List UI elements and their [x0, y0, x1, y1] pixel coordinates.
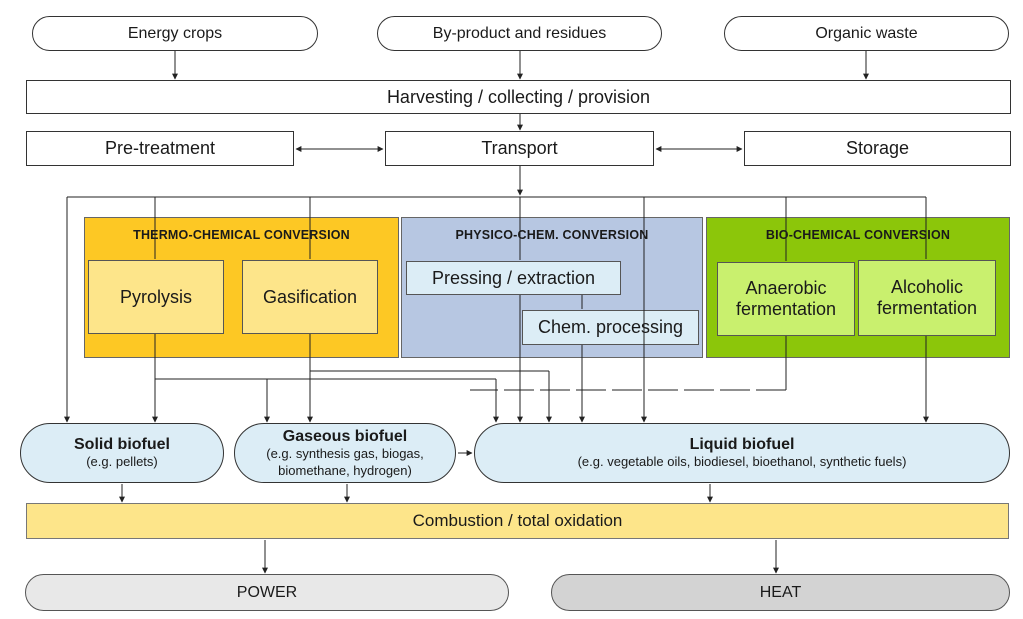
- physico-chemical-title: PHYSICO-CHEM. CONVERSION: [455, 228, 649, 242]
- source-organic-waste: Organic waste: [724, 16, 1009, 51]
- power-output-pill: POWER: [25, 574, 509, 611]
- transport-box: Transport: [385, 131, 654, 166]
- gaseous-biofuel-pill: Gaseous biofuel (e.g. synthesis gas, bio…: [234, 423, 456, 483]
- chem-processing-box: Chem. processing: [522, 310, 699, 345]
- bio-chemical-title: BIO-CHEMICAL CONVERSION: [765, 228, 951, 242]
- source-energy-crops: Energy crops: [32, 16, 318, 51]
- liquid-biofuel-examples: (e.g. vegetable oils, biodiesel, bioetha…: [577, 454, 907, 469]
- anaerobic-fermentation-box: Anaerobic fermentation: [717, 262, 855, 336]
- solid-biofuel-pill: Solid biofuel (e.g. pellets): [20, 423, 224, 483]
- thermo-chemical-title: THERMO-CHEMICAL CONVERSION: [133, 228, 350, 242]
- liquid-biofuel-pill: Liquid biofuel (e.g. vegetable oils, bio…: [474, 423, 1010, 483]
- gaseous-biofuel-examples: (e.g. synthesis gas, biogas, biomethane,…: [266, 445, 424, 478]
- source-by-products: By-product and residues: [377, 16, 662, 51]
- gaseous-biofuel-title: Gaseous biofuel: [282, 427, 408, 445]
- harvesting-box: Harvesting / collecting / provision: [26, 80, 1011, 114]
- pyrolysis-box: Pyrolysis: [88, 260, 224, 334]
- heat-output-pill: HEAT: [551, 574, 1010, 611]
- liquid-biofuel-title: Liquid biofuel: [689, 436, 795, 453]
- pressing-extraction-box: Pressing / extraction: [406, 261, 621, 295]
- gasification-box: Gasification: [242, 260, 378, 334]
- solid-biofuel-examples: (e.g. pellets): [86, 454, 158, 469]
- storage-box: Storage: [744, 131, 1011, 166]
- solid-biofuel-title: Solid biofuel: [74, 436, 170, 453]
- pretreatment-box: Pre-treatment: [26, 131, 294, 166]
- alcoholic-fermentation-box: Alcoholic fermentation: [858, 260, 996, 336]
- combustion-box: Combustion / total oxidation: [26, 503, 1009, 539]
